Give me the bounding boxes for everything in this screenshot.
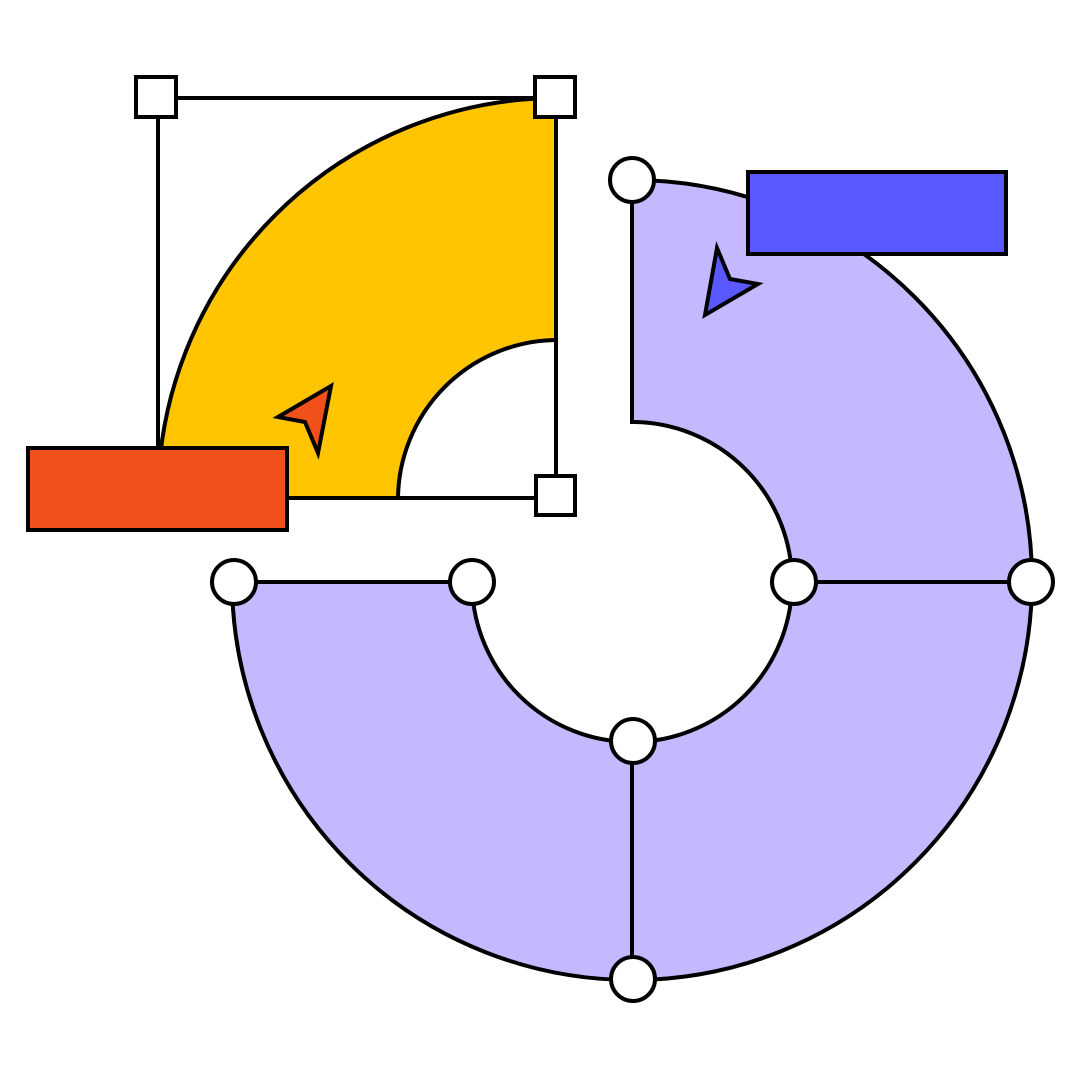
circle-node-icon[interactable] <box>770 558 818 606</box>
square-handle-icon[interactable] <box>134 75 178 119</box>
square-handle-icon[interactable] <box>533 75 577 119</box>
yellow-quarter-ring-shape[interactable] <box>155 95 558 500</box>
orange-label-box[interactable] <box>26 446 289 532</box>
circle-node-icon[interactable] <box>609 717 657 765</box>
square-handle-icon[interactable] <box>534 474 577 517</box>
blue-cursor-icon <box>702 240 764 319</box>
orange-cursor-icon <box>272 382 334 460</box>
blue-label-box[interactable] <box>746 170 1008 256</box>
circle-node-icon[interactable] <box>608 156 656 204</box>
lavender-ring-shape[interactable] <box>229 177 1034 982</box>
circle-node-icon[interactable] <box>609 955 657 1003</box>
circle-node-icon[interactable] <box>210 558 258 606</box>
circle-node-icon[interactable] <box>448 558 496 606</box>
circle-node-icon[interactable] <box>1007 558 1055 606</box>
